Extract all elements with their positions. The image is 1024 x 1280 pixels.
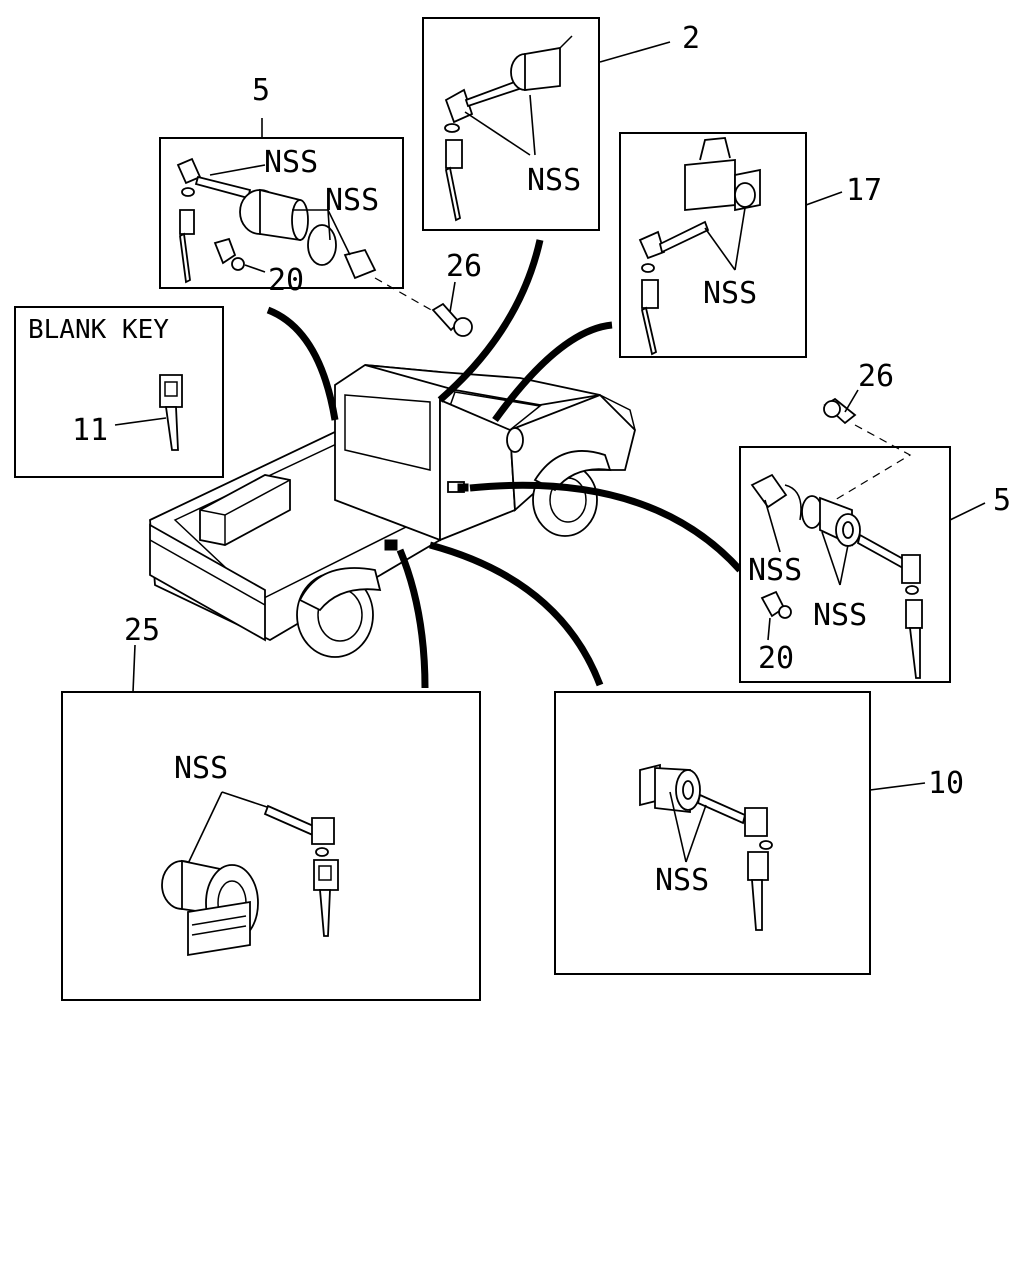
part-number-25: 25	[124, 613, 160, 648]
connector-arcs	[266, 239, 743, 689]
nss-label: NSS	[527, 163, 581, 198]
ignition-lock-box: 2 NSS	[422, 17, 700, 231]
part-number-2: 2	[682, 21, 700, 56]
nss-label: NSS	[655, 863, 709, 898]
part-number-17: 17	[846, 173, 882, 208]
nss-label: NSS	[813, 598, 867, 633]
bolt-26-top: 26	[374, 249, 482, 337]
fuel-lid-lock-box: 25 NSS	[61, 613, 481, 1001]
part-number-20: 20	[268, 263, 304, 298]
part-number-26: 26	[446, 249, 482, 284]
part-number-5: 5	[993, 483, 1011, 518]
nss-label: NSS	[703, 276, 757, 311]
door-lock-set-box-right: 26 5 NSS NSS 20	[739, 359, 1011, 683]
part-number-11: 11	[72, 413, 108, 448]
door-lock-set-box-left: 5 NSS NSS 20	[159, 73, 404, 298]
nss-label: NSS	[264, 145, 318, 180]
blank-key-box: BLANK KEY 11	[14, 306, 224, 478]
part-number-5: 5	[252, 73, 270, 108]
nss-label: NSS	[325, 183, 379, 218]
nss-label: NSS	[748, 553, 802, 588]
glove-box-lock-box: 17 NSS	[619, 132, 882, 358]
part-number-26: 26	[858, 359, 894, 394]
blank-key-title: BLANK KEY	[28, 315, 169, 345]
pickup-truck-illustration	[149, 364, 636, 658]
part-number-20: 20	[758, 641, 794, 676]
part-number-10: 10	[928, 766, 964, 801]
nss-label: NSS	[174, 751, 228, 786]
door-lock-box-bottom-right: 10 NSS	[554, 691, 964, 975]
